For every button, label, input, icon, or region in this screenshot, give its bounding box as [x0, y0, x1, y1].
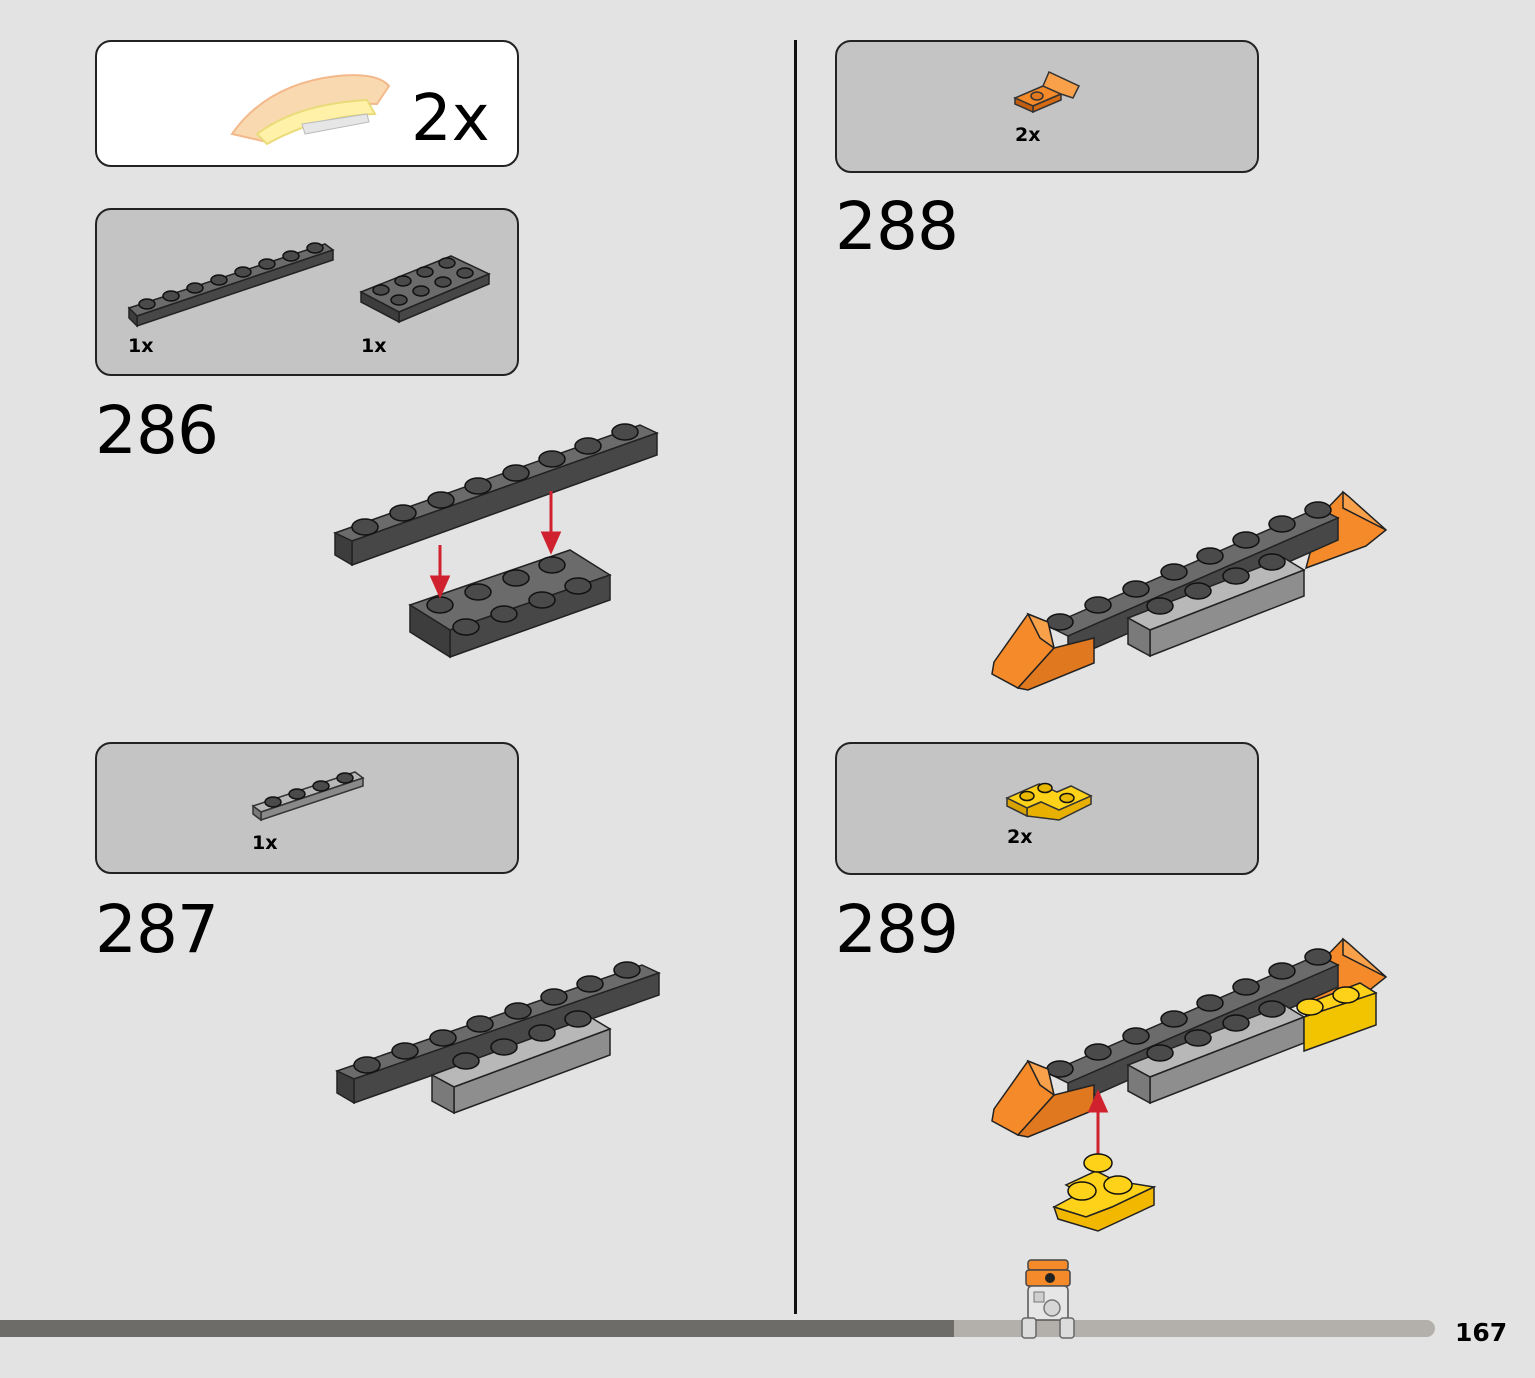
step-number: 287 — [95, 891, 219, 968]
step-288-assembly-diagram — [991, 490, 1388, 691]
step-number: 286 — [95, 392, 219, 469]
progress-bar — [0, 1320, 1435, 1337]
step-286-assembly-diagram — [333, 423, 659, 659]
column-divider — [794, 40, 797, 1314]
part-quantity: 1x — [128, 335, 154, 357]
orange-bracket-part-icon — [1013, 70, 1081, 114]
progress-bar-fill — [0, 1320, 955, 1337]
part-quantity: 2x — [1007, 826, 1033, 848]
curved-slope-part-icon — [230, 74, 391, 146]
callout-quantity: 2x — [411, 82, 490, 156]
part-quantity: 1x — [361, 335, 387, 357]
submodel-callout: 2x — [95, 40, 519, 167]
plate-2x4-dark-grey-icon — [359, 255, 491, 324]
step-289-assembly-diagram — [991, 937, 1388, 1232]
part-quantity: 2x — [1015, 124, 1041, 146]
parts-list-287: 1x — [95, 742, 519, 874]
step-number: 289 — [835, 891, 959, 968]
droid-minifigure-icon — [1021, 1259, 1075, 1339]
parts-list-288: 2x — [835, 40, 1259, 173]
step-number: 288 — [835, 188, 959, 265]
step-287-assembly-diagram — [335, 961, 661, 1115]
parts-list-286: 1x 1x — [95, 208, 519, 376]
parts-list-289: 2x — [835, 742, 1259, 875]
yellow-corner-plate-part-icon — [1005, 782, 1093, 821]
part-quantity: 1x — [252, 832, 278, 854]
plate-1x8-dark-grey-icon — [127, 242, 335, 328]
page-number: 167 — [1455, 1318, 1508, 1347]
plate-1x4-light-grey-icon — [251, 771, 365, 822]
